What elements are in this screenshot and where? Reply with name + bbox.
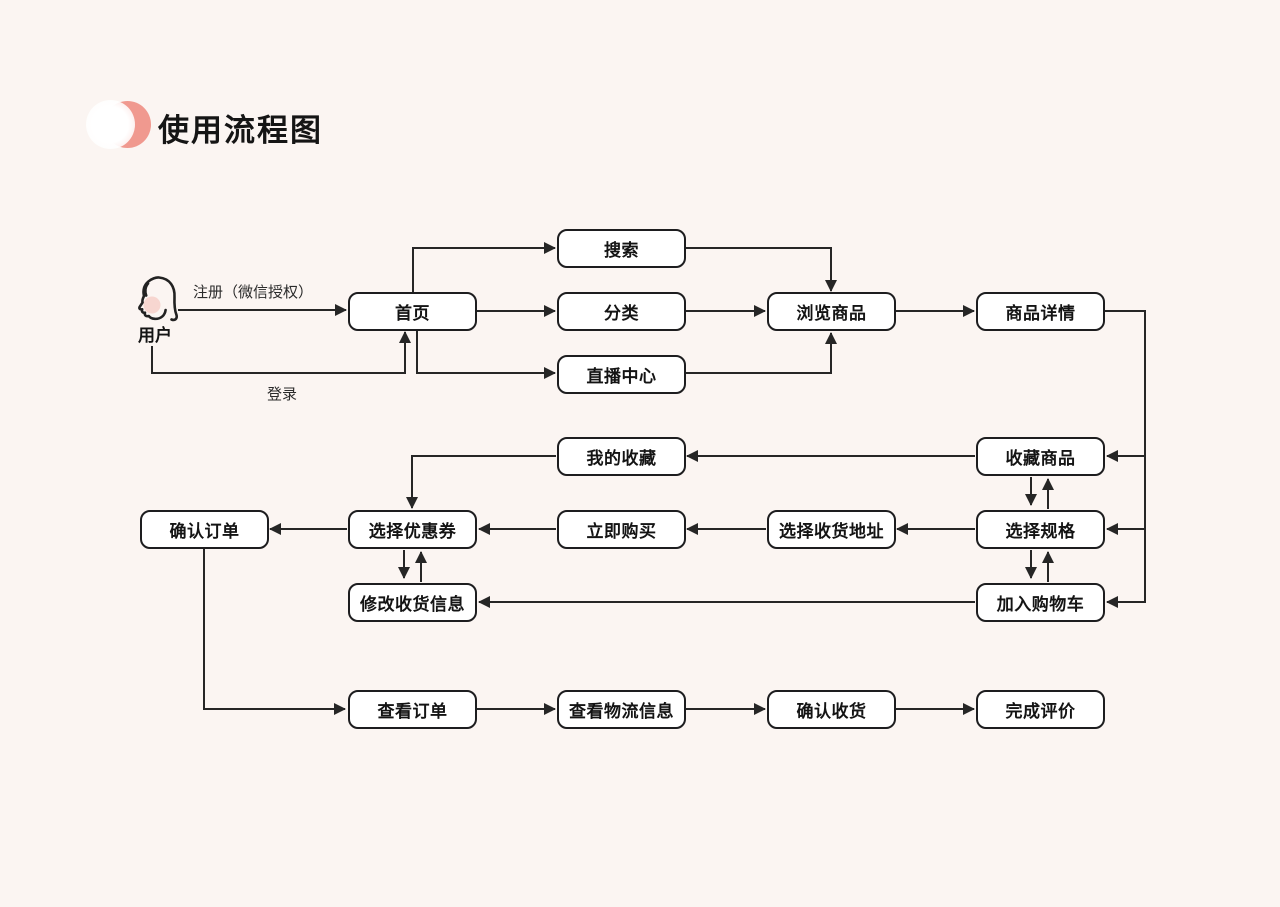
node-select-coupon: 选择优惠券 [348, 510, 477, 549]
edge-home-live [416, 331, 556, 379]
edge-label-login: 登录 [266, 386, 297, 403]
edge-spine-cart [1106, 529, 1146, 608]
edge-spine-spec [1106, 456, 1146, 535]
node-modify-shipping: 修改收货信息 [348, 583, 477, 622]
node-select-spec: 选择规格 [976, 510, 1105, 549]
node-buy-now: 立即购买 [557, 510, 686, 549]
edge-login [151, 331, 411, 374]
node-view-logistics: 查看物流信息 [557, 690, 686, 729]
user-female-icon [138, 276, 179, 322]
node-live-center: 直播中心 [557, 355, 686, 394]
edge-search-browse [685, 247, 837, 292]
node-search: 搜索 [557, 229, 686, 268]
white-circle-icon [86, 100, 135, 149]
actor-label: 用户 [138, 326, 172, 345]
edge-label-register: 注册（微信授权） [192, 284, 313, 301]
node-confirm-order: 确认订单 [140, 510, 269, 549]
node-product-detail: 商品详情 [976, 292, 1105, 331]
edge-live-browse [685, 332, 837, 374]
node-my-favorites: 我的收藏 [557, 437, 686, 476]
node-select-address: 选择收货地址 [767, 510, 896, 549]
title-accent-icon [86, 100, 152, 150]
node-confirm-receipt: 确认收货 [767, 690, 896, 729]
page-title: 使用流程图 [158, 113, 323, 148]
edge-detail-favorite [1105, 310, 1146, 462]
node-view-order: 查看订单 [348, 690, 477, 729]
node-add-to-cart: 加入购物车 [976, 583, 1105, 622]
edge-myfavorites-coupon [406, 455, 556, 509]
node-category: 分类 [557, 292, 686, 331]
edge-confirmorder-vieworder [203, 549, 346, 715]
node-favorite-product: 收藏商品 [976, 437, 1105, 476]
node-home: 首页 [348, 292, 477, 331]
edge-home-search [412, 242, 556, 292]
node-complete-review: 完成评价 [976, 690, 1105, 729]
node-browse-products: 浏览商品 [767, 292, 896, 331]
